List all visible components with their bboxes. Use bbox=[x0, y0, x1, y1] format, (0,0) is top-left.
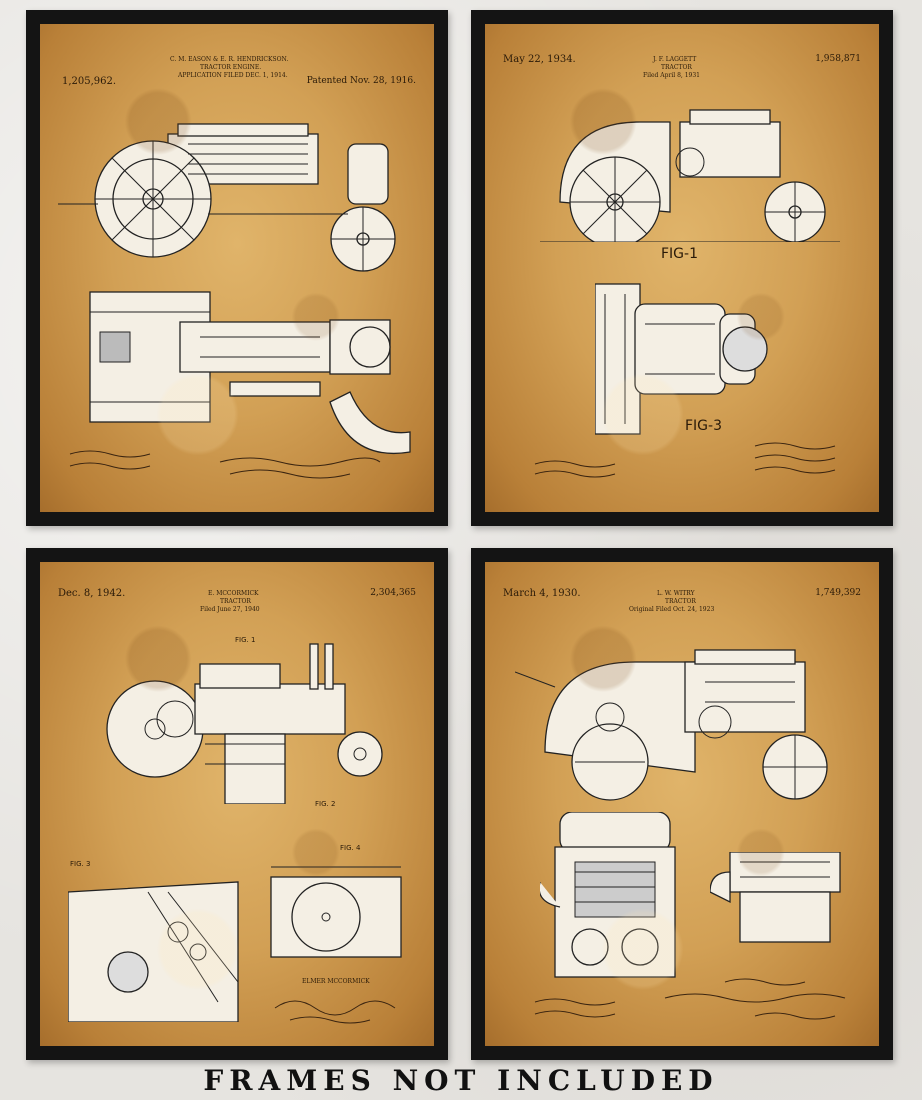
engine-side-drawing bbox=[710, 852, 841, 943]
print3-date: Dec. 8, 1942. bbox=[58, 588, 126, 599]
patent-print-1: 1,205,962. C. M. EASON & E. R. HENDRICKS… bbox=[40, 24, 434, 512]
print2-fig1-label: FIG-1 bbox=[661, 246, 698, 262]
framed-print-3: Dec. 8, 1942. E. MCCORMICK TRACTOR Filed… bbox=[26, 548, 448, 1060]
tractor-side-drawing-4 bbox=[515, 649, 828, 801]
framed-print-2: May 22, 1934. J. F. LAGGETT TRACTOR File… bbox=[471, 10, 893, 526]
signatures-scribble-2 bbox=[534, 442, 836, 478]
patent-print-4: March 4, 1930. L. W. WITRY TRACTOR Origi… bbox=[485, 562, 879, 1046]
print4-title-3: Original Filed Oct. 24, 1923 bbox=[629, 606, 715, 613]
print3-title-2: TRACTOR bbox=[220, 598, 251, 605]
cylinder-drawing bbox=[270, 866, 402, 958]
print4-title-2: TRACTOR bbox=[665, 598, 696, 605]
print1-title-2: TRACTOR ENGINE. bbox=[200, 64, 262, 71]
print3-title-1: E. MCCORMICK bbox=[208, 590, 259, 597]
engine-top-drawing bbox=[89, 291, 411, 454]
print3-fig2-label: FIG. 2 bbox=[315, 800, 336, 808]
tractor-side-drawing bbox=[58, 123, 396, 272]
engine-detail-drawing bbox=[68, 881, 239, 1022]
tractor-side-drawing-3 bbox=[106, 643, 383, 804]
signatures-scribble-3 bbox=[274, 1000, 396, 1024]
print4-title-1: L. W. WITRY bbox=[657, 590, 695, 597]
radiator-drawing bbox=[540, 812, 676, 978]
print2-patent-number: 1,958,871 bbox=[815, 54, 861, 64]
print1-number: 1,205,962. bbox=[62, 76, 117, 87]
patent-print-2: May 22, 1934. J. F. LAGGETT TRACTOR File… bbox=[485, 24, 879, 512]
signatures-scribble bbox=[69, 450, 381, 479]
print2-title-1: J. F. LAGGETT bbox=[653, 56, 697, 63]
print4-patent-number: 1,749,392 bbox=[815, 588, 861, 598]
print3-fig3-label: FIG. 3 bbox=[70, 860, 91, 868]
engine-front-drawing bbox=[595, 283, 768, 435]
frames-not-included-caption: FRAMES NOT INCLUDED bbox=[203, 1064, 719, 1097]
print1-title-3: APPLICATION FILED DEC. 1, 1914. bbox=[178, 72, 288, 79]
print3-title-3: Filed June 27, 1940 bbox=[200, 606, 260, 613]
print2-title-2: TRACTOR bbox=[661, 64, 692, 71]
print3-fig4-label: FIG. 4 bbox=[340, 844, 361, 852]
print2-fig3-label: FIG-3 bbox=[685, 418, 722, 434]
print1-patent-date: Patented Nov. 28, 1916. bbox=[306, 76, 416, 86]
tractor-side-drawing-2 bbox=[540, 109, 840, 242]
print3-patent-number: 2,304,365 bbox=[370, 588, 416, 598]
print4-date: March 4, 1930. bbox=[503, 588, 581, 599]
print3-fig1-label: FIG. 1 bbox=[235, 636, 256, 644]
signatures-scribble-4 bbox=[534, 978, 846, 1020]
framed-print-1: 1,205,962. C. M. EASON & E. R. HENDRICKS… bbox=[26, 10, 448, 526]
print2-date: May 22, 1934. bbox=[503, 54, 576, 65]
framed-print-4: March 4, 1930. L. W. WITRY TRACTOR Origi… bbox=[471, 548, 893, 1060]
print3-inventor: ELMER MCCORMICK bbox=[302, 978, 370, 985]
patent-print-3: Dec. 8, 1942. E. MCCORMICK TRACTOR Filed… bbox=[40, 562, 434, 1046]
print1-title-1: C. M. EASON & E. R. HENDRICKSON. bbox=[170, 56, 289, 63]
print2-title-3: Filed April 8, 1931 bbox=[643, 72, 700, 79]
